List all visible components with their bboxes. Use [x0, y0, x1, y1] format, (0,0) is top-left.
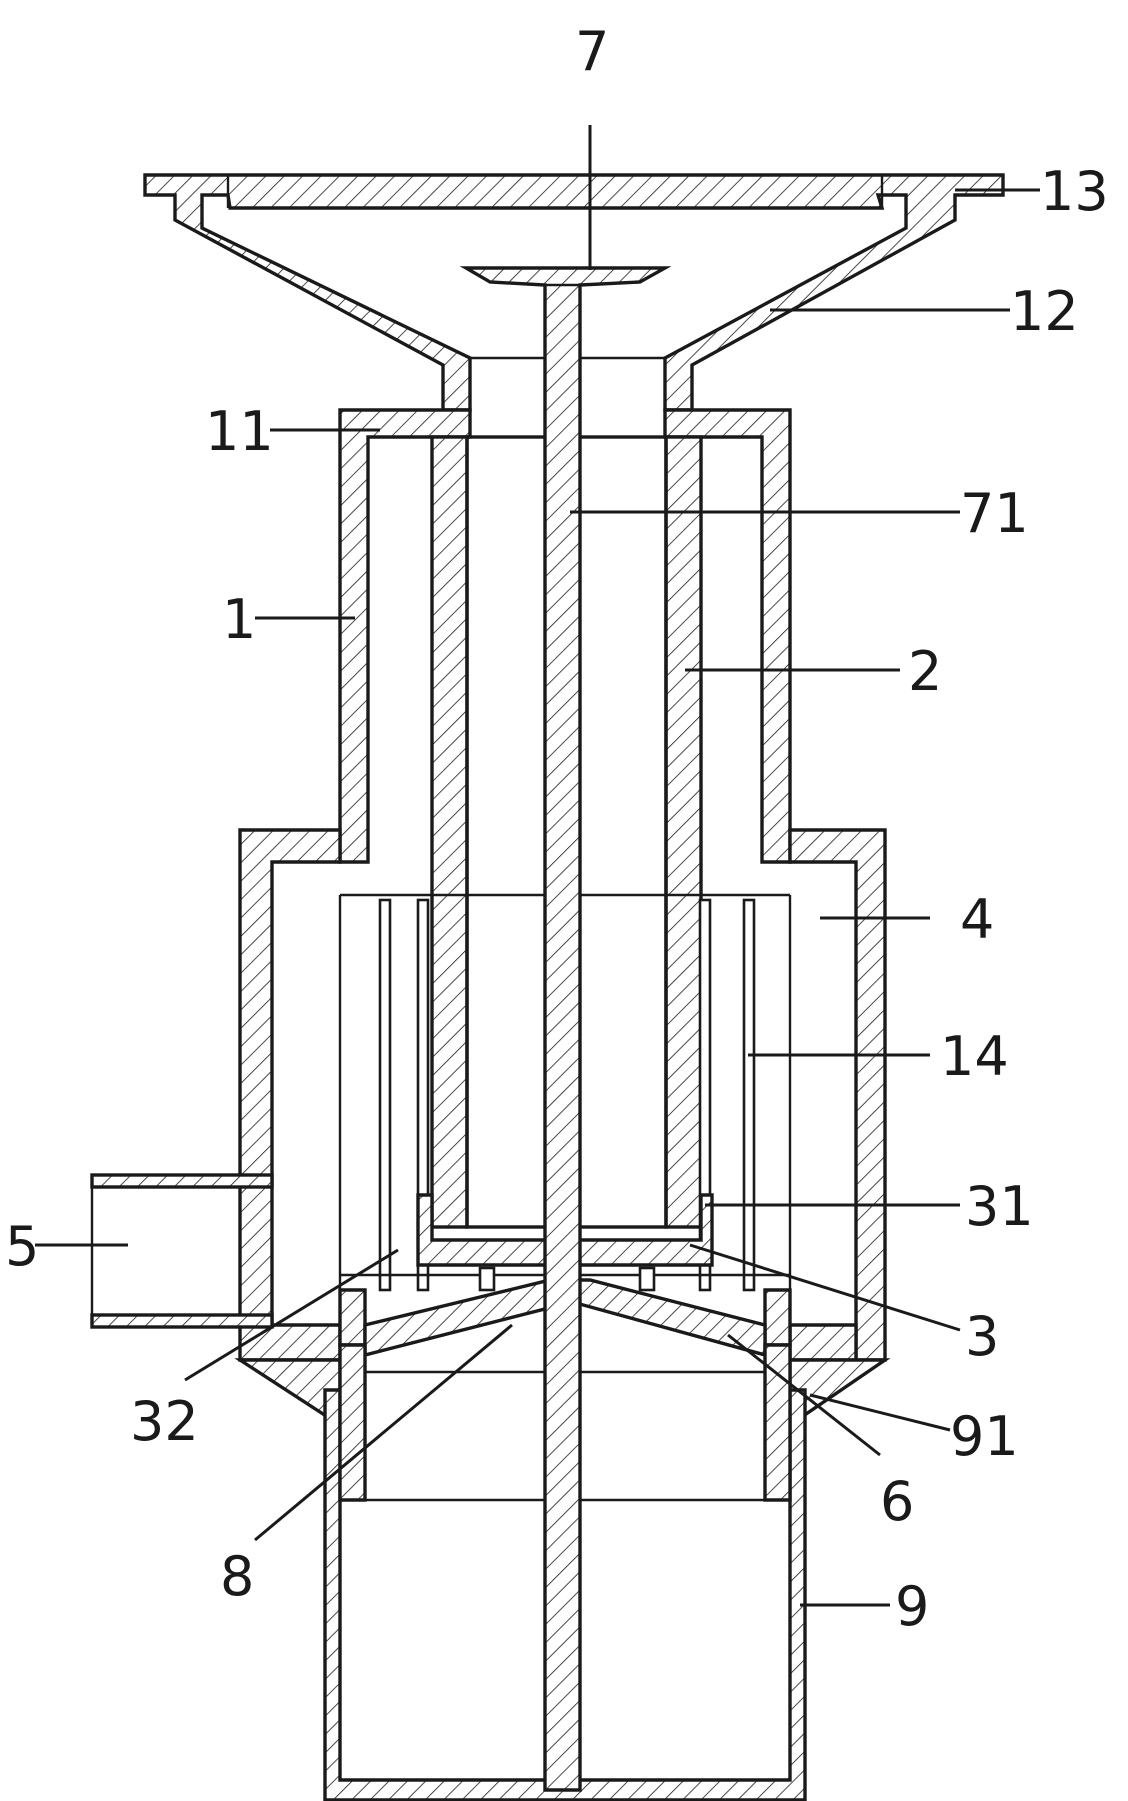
- label-11: 11: [205, 400, 274, 463]
- label-4: 4: [960, 888, 994, 951]
- container-9: [323, 1343, 807, 1801]
- label-7: 7: [575, 20, 609, 83]
- label-8: 8: [220, 1545, 254, 1608]
- label-32: 32: [130, 1390, 199, 1453]
- leader-lines: [35, 125, 1040, 1607]
- central-rod-71: [459, 266, 672, 1792]
- label-6: 6: [880, 1470, 914, 1533]
- label-5: 5: [5, 1215, 39, 1278]
- skirt-91: [234, 1358, 891, 1429]
- reference-labels: 7 13 12 11 71 1 2 4 14 31 5 3 32 91 6 8 …: [5, 20, 1109, 1638]
- label-1: 1: [222, 588, 256, 651]
- label-71: 71: [960, 482, 1029, 545]
- inner-cylinder-2: [430, 435, 703, 1229]
- label-14: 14: [940, 1025, 1009, 1088]
- label-3: 3: [965, 1305, 999, 1368]
- label-91: 91: [950, 1405, 1019, 1468]
- outlet-pipe-5: [90, 1173, 274, 1329]
- label-13: 13: [1040, 160, 1109, 223]
- label-31: 31: [965, 1175, 1034, 1238]
- ring-housing-4: [238, 828, 887, 1362]
- label-9: 9: [895, 1575, 929, 1638]
- cone-plate-6: [338, 1278, 792, 1374]
- label-2: 2: [908, 640, 942, 703]
- label-12: 12: [1010, 280, 1079, 343]
